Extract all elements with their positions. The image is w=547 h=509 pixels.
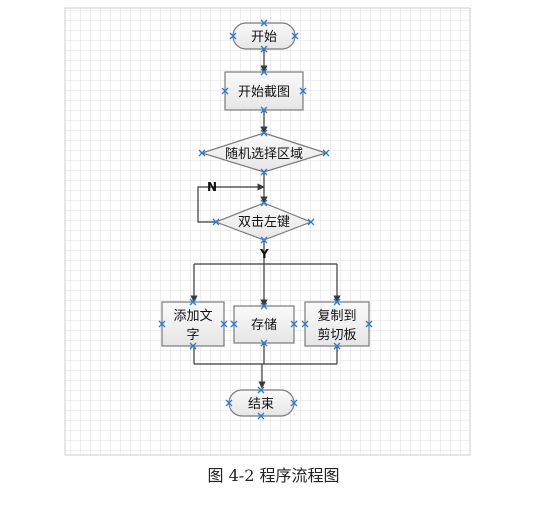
add-text-label-line1: 添加文 <box>173 309 212 324</box>
start-node[interactable]: 开始 <box>232 22 296 50</box>
copy-to-clipboard-node[interactable]: 复制到 剪切板 <box>304 301 370 347</box>
capture-node[interactable]: 开始截图 <box>224 71 304 111</box>
save-node[interactable]: 存储 <box>233 305 295 344</box>
figure-caption: 图 4-2 程序流程图 <box>207 466 340 485</box>
capture-label: 开始截图 <box>238 85 290 100</box>
end-label: 结束 <box>248 397 274 412</box>
selection-handles[interactable] <box>158 19 373 420</box>
double-click-label: 双击左键 <box>238 215 290 230</box>
add-text-node[interactable]: 添加文 字 <box>161 301 225 347</box>
yes-label: Y <box>259 247 269 261</box>
save-label: 存储 <box>251 318 277 333</box>
copy-label-line2: 剪切板 <box>317 327 356 343</box>
add-text-label-line2: 字 <box>186 328 199 343</box>
copy-label-line1: 复制到 <box>317 309 356 324</box>
end-node[interactable]: 结束 <box>228 389 295 417</box>
select-region-label: 随机选择区域 <box>225 147 303 162</box>
connectors <box>190 49 341 389</box>
no-label: N <box>207 180 217 194</box>
start-label: 开始 <box>251 30 277 45</box>
